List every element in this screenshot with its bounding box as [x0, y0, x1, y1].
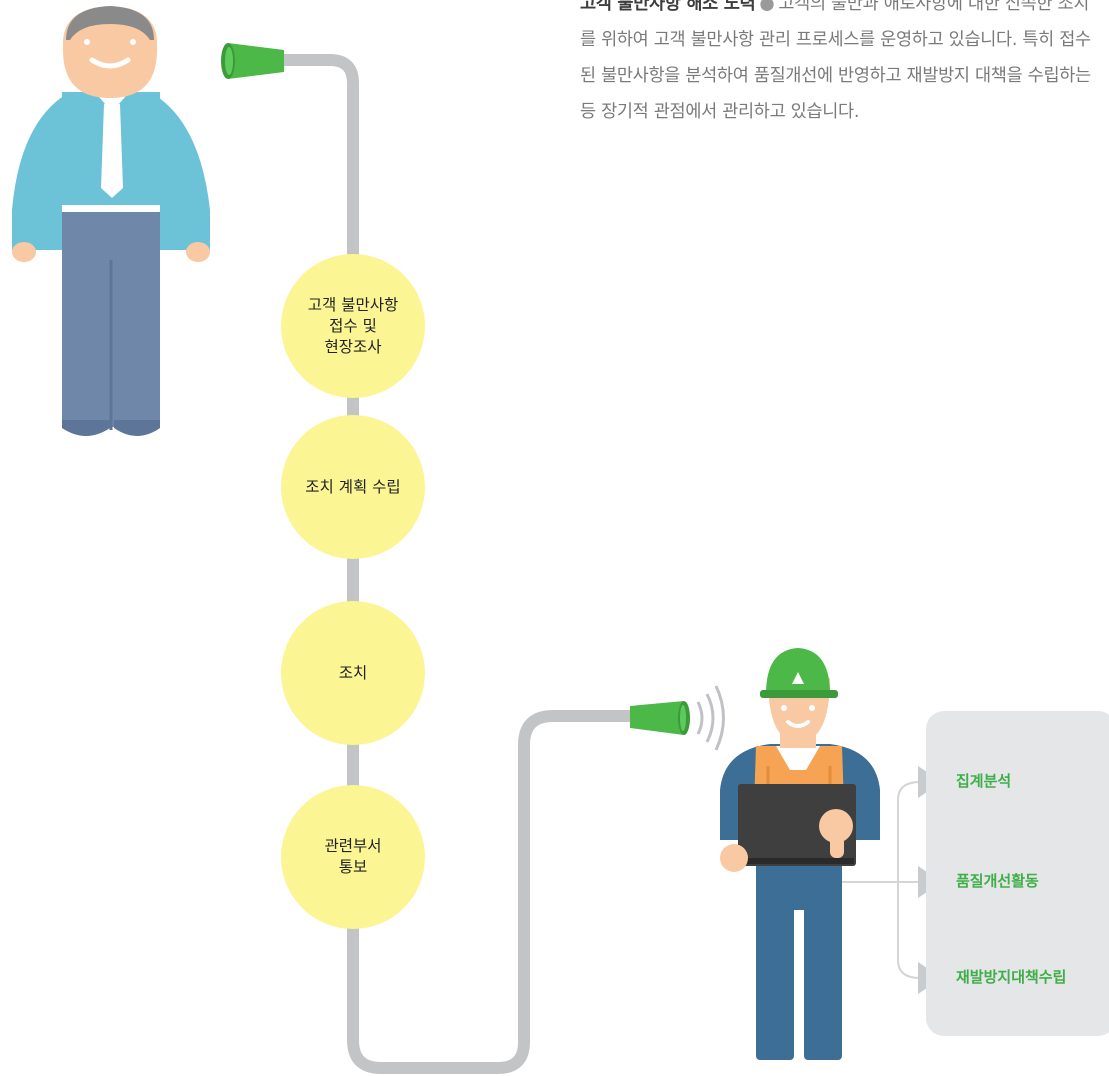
description-lead: 고객 불만사항 해소 노력 [580, 0, 756, 14]
step-action: 조치 [281, 601, 425, 745]
output-quality-improvement: 품질개선활동 [956, 872, 1039, 890]
bullet-dot: ● [759, 0, 775, 14]
output-panel [926, 711, 1109, 1036]
customer-figure [12, 6, 210, 436]
laptop-icon [738, 784, 856, 866]
step-action-plan: 조치 계획 수립 [281, 415, 425, 559]
cup-string [278, 54, 638, 1074]
output-aggregate-analysis: 집계분석 [956, 772, 1012, 790]
paper-cup-phone-icon [221, 43, 284, 79]
description-body: 고객의 불만과 애로사항에 대한 신속한 조치를 위하여 고객 불만사항 관리 … [580, 0, 1091, 122]
worker-figure [720, 648, 880, 1060]
description-paragraph: 고객 불만사항 해소 노력●고객의 불만과 애로사항에 대한 신속한 조치를 위… [580, 0, 1100, 130]
paper-cup-phone-icon [630, 701, 690, 735]
helmet-icon [792, 672, 804, 684]
branch-connector [842, 781, 921, 979]
step-notify-departments: 관련부서 통보 [281, 785, 425, 929]
sound-waves-icon [696, 685, 725, 751]
output-recurrence-prevention: 재발방지대책수립 [956, 968, 1067, 986]
step-complaint-intake: 고객 불만사항 접수 및 현장조사 [281, 254, 425, 398]
